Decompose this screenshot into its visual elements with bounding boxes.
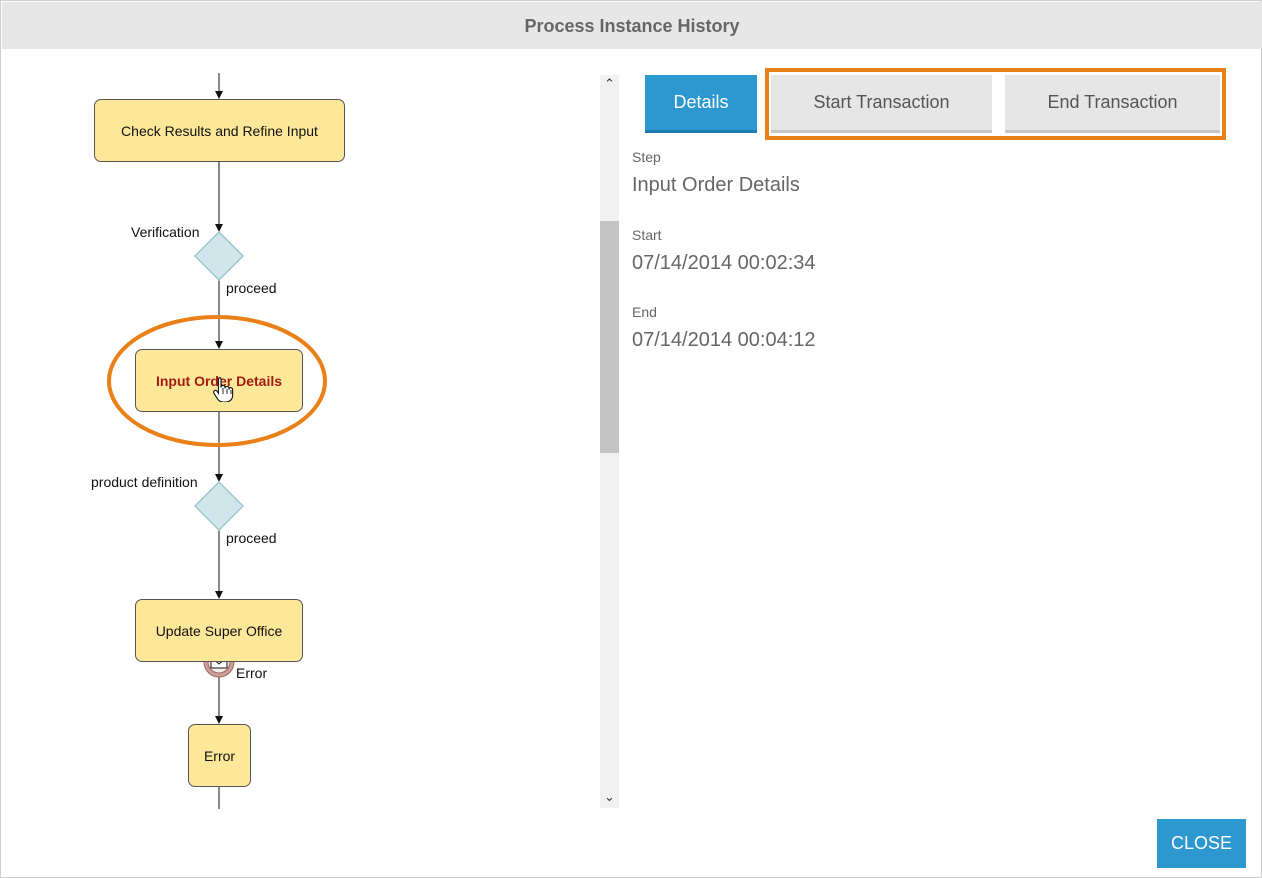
- flow-label-error: Error: [236, 665, 268, 681]
- tab-details[interactable]: Details: [645, 75, 757, 133]
- task-label: Error: [203, 747, 236, 764]
- task-check-results[interactable]: Check Results and Refine Input: [94, 99, 345, 162]
- task-label: Check Results and Refine Input: [121, 122, 318, 139]
- diagram-scrollbar[interactable]: ⌃ ⌄: [600, 75, 619, 808]
- dialog-title: Process Instance History: [524, 16, 740, 36]
- diagram-connectors: [107, 73, 327, 809]
- tab-label: End Transaction: [1047, 92, 1178, 112]
- task-update-super-office[interactable]: Update Super Office: [135, 599, 303, 662]
- step-label: Step: [632, 149, 661, 165]
- flow-label-proceed: proceed: [226, 530, 277, 546]
- dialog-titlebar: Process Instance History: [2, 2, 1262, 49]
- gateway-label-product-definition: product definition: [91, 474, 198, 490]
- chevron-up-icon[interactable]: ⌃: [604, 76, 615, 91]
- tab-start-transaction[interactable]: Start Transaction: [771, 75, 992, 133]
- start-label: Start: [632, 227, 662, 243]
- step-value: Input Order Details: [632, 174, 800, 196]
- gateway-label-verification: Verification: [131, 224, 200, 240]
- gateway-verification[interactable]: [193, 230, 245, 282]
- flow-label-proceed: proceed: [226, 280, 277, 296]
- tab-label: Details: [673, 92, 729, 112]
- process-diagram[interactable]: Check Results and Refine Input Verificat…: [1, 49, 599, 809]
- close-button[interactable]: CLOSE: [1157, 819, 1246, 868]
- hand-cursor-icon: [213, 376, 234, 402]
- start-value: 07/14/2014 00:02:34: [632, 252, 816, 274]
- end-label: End: [632, 304, 657, 320]
- gateway-product-definition[interactable]: [193, 480, 245, 532]
- task-error[interactable]: Error: [188, 724, 251, 787]
- scrollbar-thumb[interactable]: [600, 221, 619, 453]
- chevron-down-icon[interactable]: ⌄: [604, 789, 615, 804]
- tab-end-transaction[interactable]: End Transaction: [1005, 75, 1220, 133]
- tab-label: Start Transaction: [813, 92, 950, 112]
- task-label: Update Super Office: [155, 622, 283, 639]
- end-value: 07/14/2014 00:04:12: [632, 329, 816, 351]
- selection-highlight: [107, 315, 327, 447]
